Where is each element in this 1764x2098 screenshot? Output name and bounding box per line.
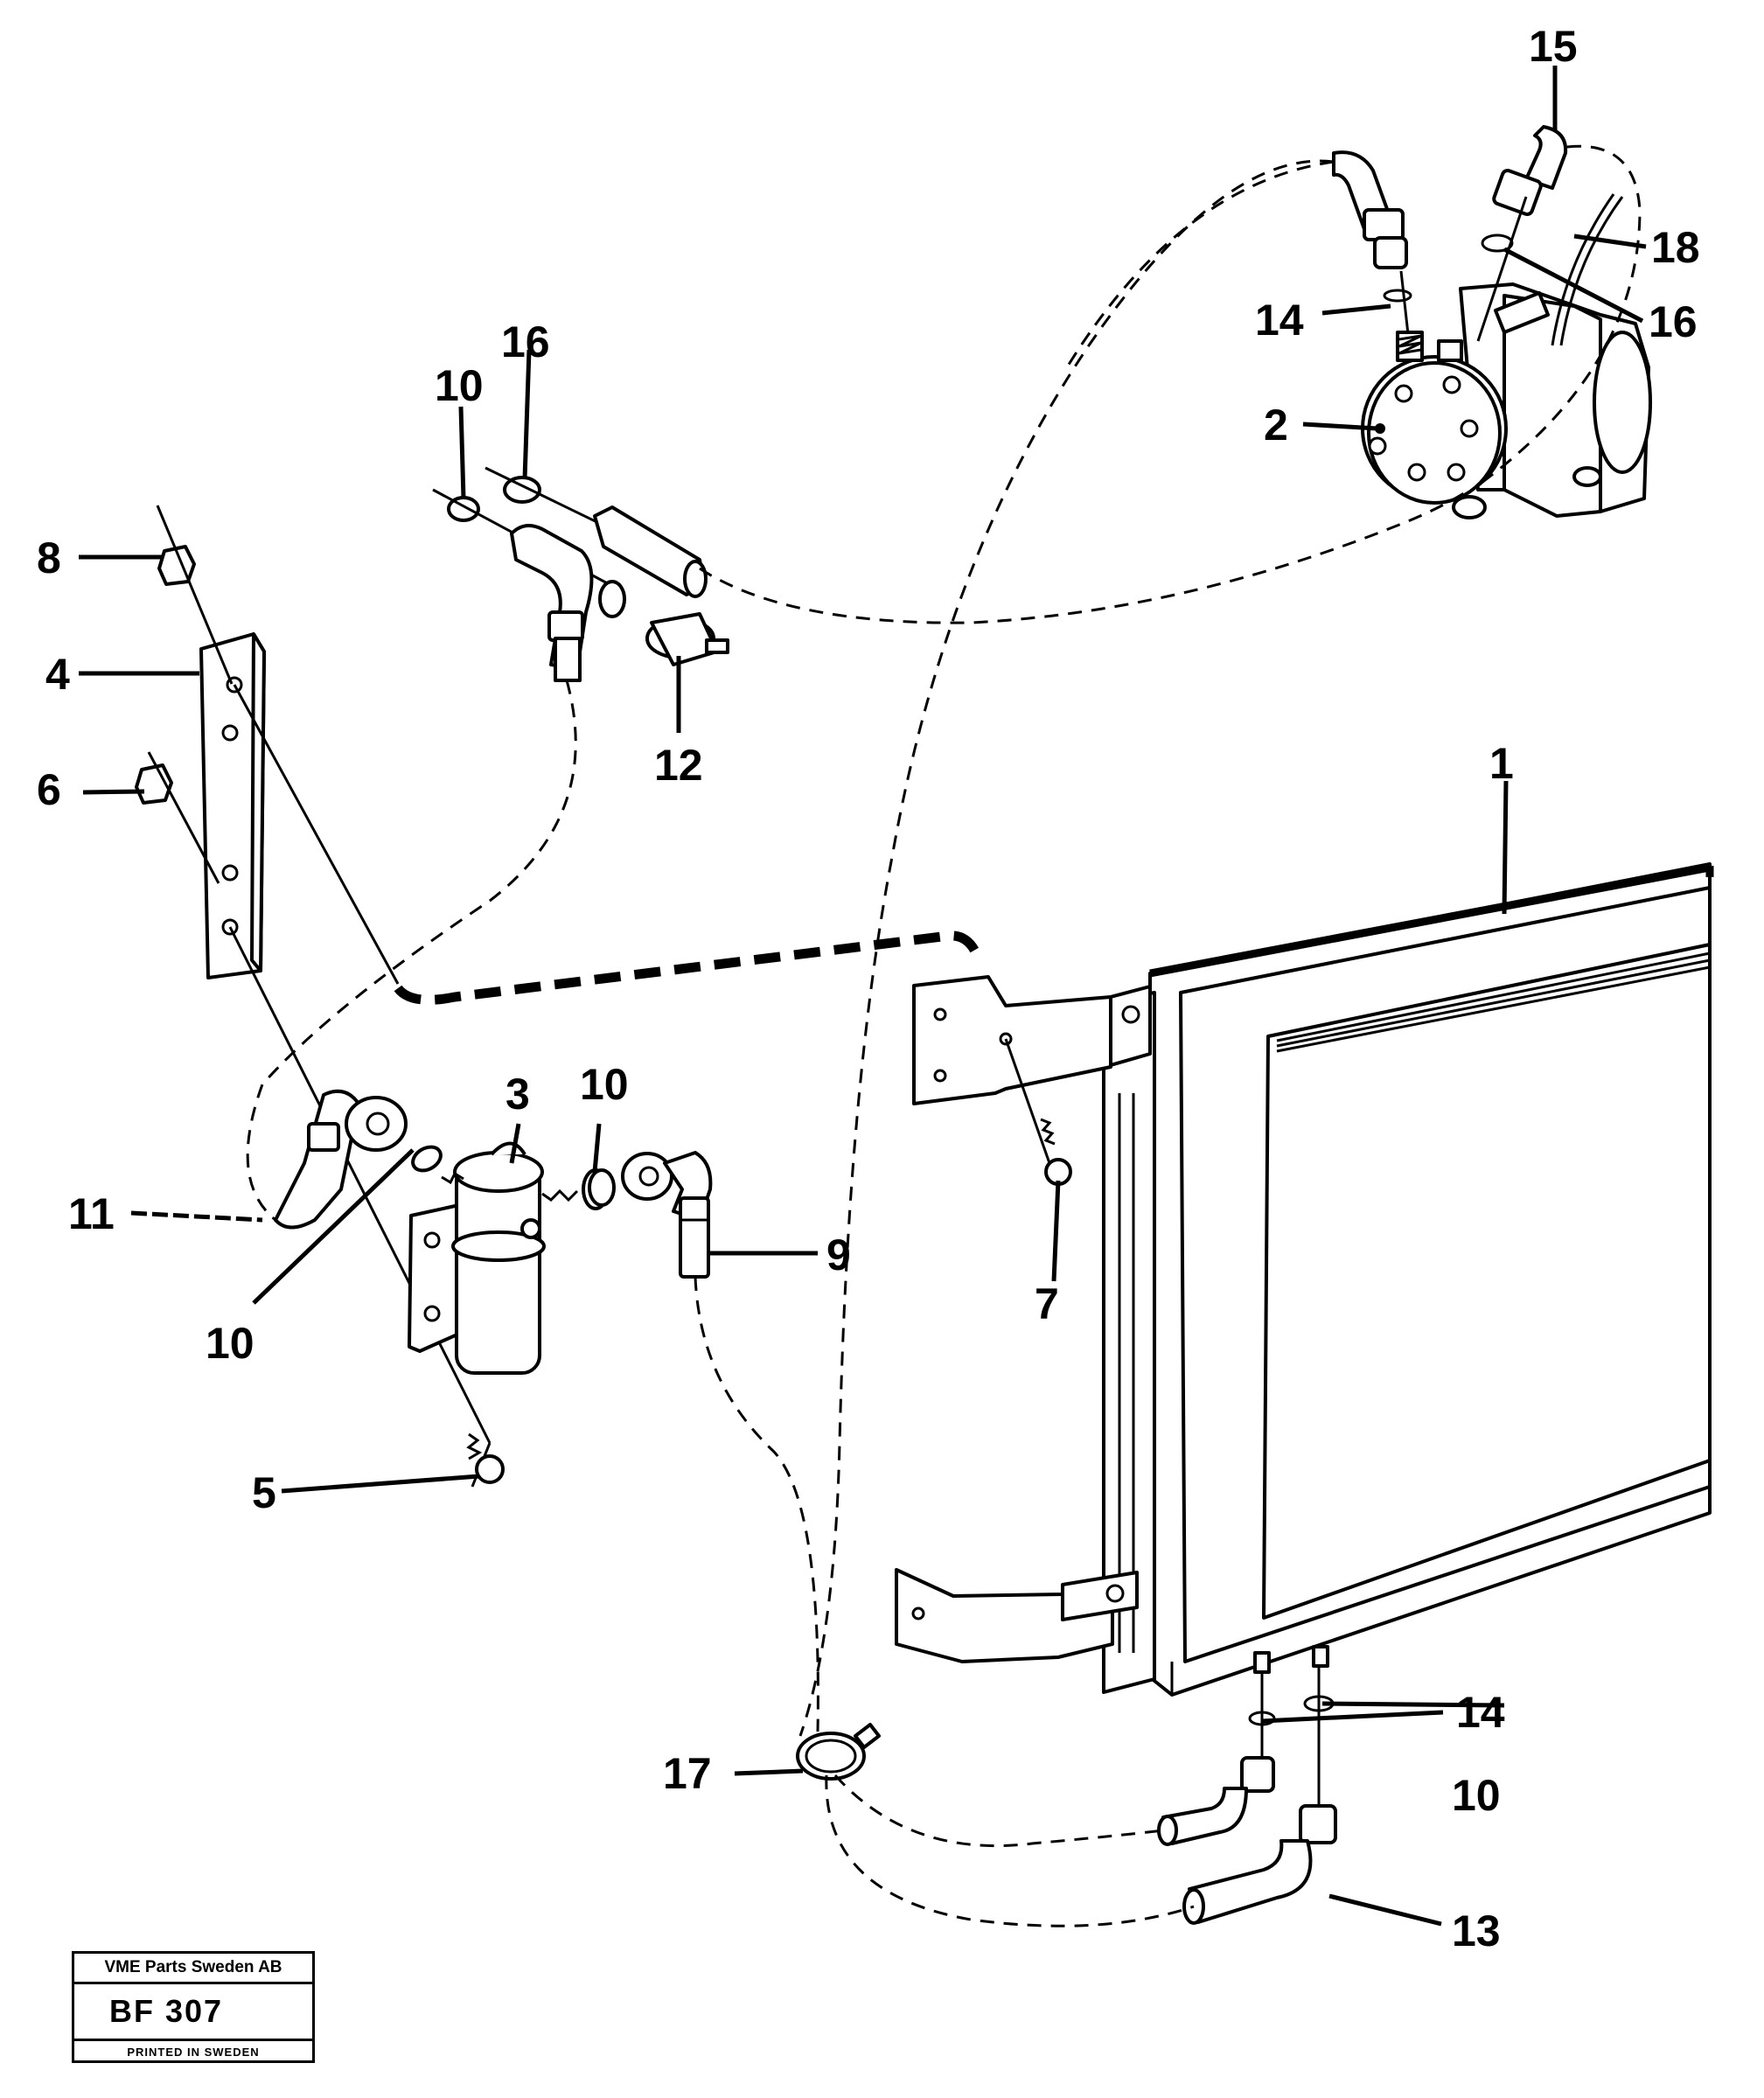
callout-10-drier-left: 10 xyxy=(206,1319,254,1368)
callout-15: 15 xyxy=(1529,22,1578,71)
callout-16-pressure-switch: 16 xyxy=(501,317,550,366)
callout-7: 7 xyxy=(1035,1279,1059,1328)
leader-lines xyxy=(79,66,1647,1927)
callout-10-condenser: 10 xyxy=(1452,1771,1501,1820)
stamp-company: VME Parts Sweden AB xyxy=(74,1954,312,1984)
lower-hose-fittings xyxy=(1157,1756,1337,1925)
callout-labels: 1 2 3 4 5 6 7 8 9 10 10 10 10 11 12 13 1… xyxy=(37,22,1700,1955)
callout-12: 12 xyxy=(654,741,703,790)
callout-4: 4 xyxy=(45,650,70,699)
receiver-drier xyxy=(408,1141,610,1488)
callout-10-pressure-switch: 10 xyxy=(435,361,484,410)
stamp-printed: PRINTED IN SWEDEN xyxy=(127,2046,260,2059)
callout-6: 6 xyxy=(37,765,61,814)
callout-10-drier-right: 10 xyxy=(580,1060,629,1109)
callout-3: 3 xyxy=(505,1070,530,1119)
publisher-stamp: VME Parts Sweden AB BF 307 PRINTED IN SW… xyxy=(72,1951,315,2063)
callout-2: 2 xyxy=(1264,401,1288,450)
pressure-switch-assembly xyxy=(432,466,729,730)
callout-18: 18 xyxy=(1651,223,1700,272)
drier-hose-fittings xyxy=(274,1089,713,1279)
callout-17: 17 xyxy=(663,1749,712,1798)
hose-routings xyxy=(246,144,1642,1927)
callout-13: 13 xyxy=(1452,1906,1501,1955)
hose-clamp xyxy=(796,1723,881,1781)
compressor xyxy=(1361,193,1652,519)
mounting-bracket xyxy=(135,505,492,1444)
condenser-assembly xyxy=(895,862,1714,1810)
stamp-code: BF 307 xyxy=(74,1984,312,2041)
callout-16-compressor: 16 xyxy=(1649,297,1698,346)
callout-11: 11 xyxy=(68,1189,115,1238)
callout-1: 1 xyxy=(1489,739,1514,788)
callout-5: 5 xyxy=(252,1468,276,1517)
callout-14-compressor: 14 xyxy=(1255,296,1304,345)
callout-14-condenser: 14 xyxy=(1456,1688,1505,1737)
compressor-hose-fittings xyxy=(1332,125,1568,342)
callout-8: 8 xyxy=(37,533,61,582)
callout-9: 9 xyxy=(826,1230,851,1279)
